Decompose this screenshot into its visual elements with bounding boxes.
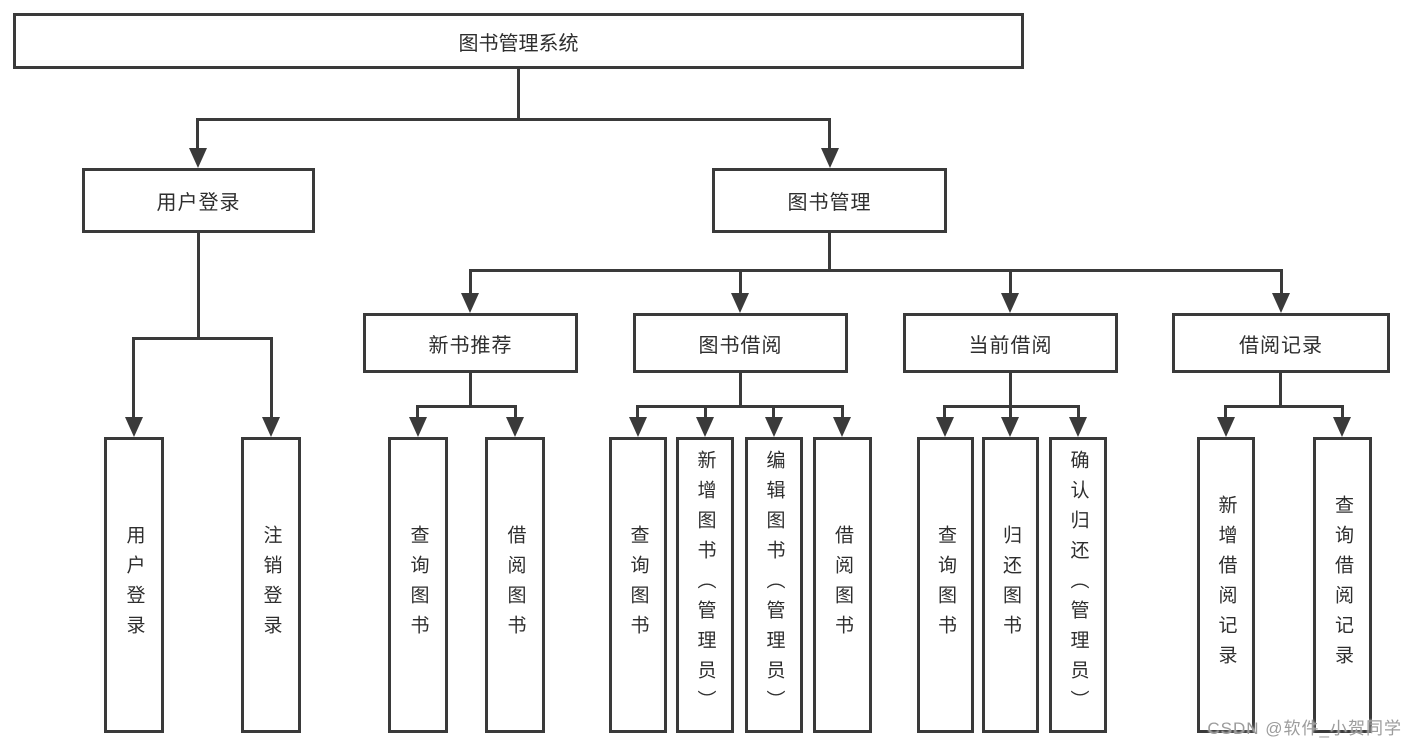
arrowhead-icon <box>731 293 749 313</box>
connector-drop-leaf <box>772 405 775 421</box>
connector-root-stem <box>517 69 520 120</box>
connector-drop-leaf <box>1224 405 1227 421</box>
connector-drop-level3 <box>469 269 472 297</box>
leaf-label: 查询图书 <box>935 525 956 645</box>
arrowhead-icon <box>936 417 954 437</box>
connector-recommend-bar <box>416 405 517 408</box>
connector-book-management-stem <box>828 233 831 272</box>
arrowhead-icon <box>409 417 427 437</box>
node-label: 图书借阅 <box>698 334 783 357</box>
connector-drop-leaf <box>1077 405 1080 421</box>
connector-drop-leaf <box>1009 405 1012 421</box>
connector-drop-leaf <box>636 405 639 421</box>
arrowhead-icon <box>833 417 851 437</box>
leaf-label: 查询图书 <box>407 525 429 645</box>
arrowhead-icon <box>262 417 280 437</box>
connector-drop-leaf <box>943 405 946 421</box>
node-label: 新书推荐 <box>428 334 513 357</box>
leaf-label: 编辑图书（管理员） <box>763 450 785 720</box>
connector-level3-bar <box>469 269 1283 272</box>
connector-user-login-stem <box>197 233 200 340</box>
arrowhead-icon <box>765 417 783 437</box>
connector-drop-user-login <box>196 118 199 151</box>
connector-borrowing-bar <box>636 405 844 408</box>
leaf-label: 确认归还（管理员） <box>1067 450 1089 720</box>
node-current-borrowing: 当前借阅 <box>903 313 1118 373</box>
node-root: 图书管理系统 <box>13 13 1024 69</box>
arrowhead-icon <box>1217 417 1235 437</box>
leaf-user-login: 用户登录 <box>104 437 164 733</box>
arrowhead-icon <box>125 417 143 437</box>
connector-drop-leaf <box>416 405 419 421</box>
connector-drop-book-management <box>828 118 831 151</box>
leaf-label: 用户登录 <box>123 525 145 645</box>
leaf-label: 查询借阅记录 <box>1332 495 1353 675</box>
leaf-current-return-book: 归还图书 <box>982 437 1039 733</box>
connector-recommend-stem <box>469 373 472 408</box>
leaf-label: 新增借阅记录 <box>1215 495 1237 675</box>
connector-drop-leaf <box>270 337 273 419</box>
leaf-borrow-borrow-book: 借阅图书 <box>813 437 872 733</box>
leaf-records-query-record: 查询借阅记录 <box>1313 437 1372 733</box>
connector-drop-level3 <box>1009 269 1012 297</box>
leaf-label: 新增图书（管理员） <box>694 450 716 720</box>
connector-records-bar <box>1224 405 1344 408</box>
connector-drop-leaf <box>841 405 844 421</box>
connector-drop-leaf <box>704 405 707 421</box>
connector-drop-leaf <box>132 337 135 419</box>
node-book-management: 图书管理 <box>712 168 947 233</box>
leaf-label: 借阅图书 <box>504 525 526 645</box>
node-borrowing-records: 借阅记录 <box>1172 313 1390 373</box>
node-label: 图书管理 <box>787 192 872 214</box>
node-user-login: 用户登录 <box>82 168 315 233</box>
leaf-label: 归还图书 <box>1000 525 1021 645</box>
leaf-borrow-add-book-admin: 新增图书（管理员） <box>676 437 734 733</box>
connector-records-stem <box>1279 373 1282 408</box>
leaf-recommend-borrow-book: 借阅图书 <box>485 437 545 733</box>
connector-drop-level3 <box>1280 269 1283 297</box>
watermark: CSDN @软件_小贺同学 <box>1207 719 1402 738</box>
leaf-label: 借阅图书 <box>832 525 853 645</box>
arrowhead-icon <box>506 417 524 437</box>
leaf-label: 查询图书 <box>627 525 649 645</box>
arrowhead-icon <box>1001 293 1019 313</box>
connector-user-login-bar <box>132 337 273 340</box>
arrowhead-icon <box>1333 417 1351 437</box>
connector-current-stem <box>1009 373 1012 408</box>
connector-borrowing-stem <box>739 373 742 408</box>
arrowhead-icon <box>189 148 207 168</box>
connector-drop-leaf <box>514 405 517 421</box>
node-root-label: 图书管理系统 <box>458 32 579 55</box>
arrowhead-icon <box>1272 293 1290 313</box>
node-label: 当前借阅 <box>968 334 1053 357</box>
leaf-current-confirm-return-admin: 确认归还（管理员） <box>1049 437 1107 733</box>
arrowhead-icon <box>1069 417 1087 437</box>
node-new-book-recommend: 新书推荐 <box>363 313 578 373</box>
node-label: 用户登录 <box>156 192 241 214</box>
connector-drop-level3 <box>739 269 742 297</box>
arrowhead-icon <box>629 417 647 437</box>
node-label: 借阅记录 <box>1239 334 1323 357</box>
arrowhead-icon <box>821 148 839 168</box>
connector-drop-leaf <box>1341 405 1344 421</box>
leaf-borrow-edit-book-admin: 编辑图书（管理员） <box>745 437 803 733</box>
leaf-logout: 注销登录 <box>241 437 301 733</box>
arrowhead-icon <box>461 293 479 313</box>
node-book-borrowing: 图书借阅 <box>633 313 848 373</box>
leaf-records-add-record: 新增借阅记录 <box>1197 437 1255 733</box>
leaf-recommend-query-book: 查询图书 <box>388 437 448 733</box>
leaf-borrow-query-book: 查询图书 <box>609 437 667 733</box>
arrowhead-icon <box>696 417 714 437</box>
leaf-label: 注销登录 <box>260 525 282 645</box>
arrowhead-icon <box>1001 417 1019 437</box>
leaf-current-query-book: 查询图书 <box>917 437 974 733</box>
connector-level2-bar <box>196 118 831 121</box>
